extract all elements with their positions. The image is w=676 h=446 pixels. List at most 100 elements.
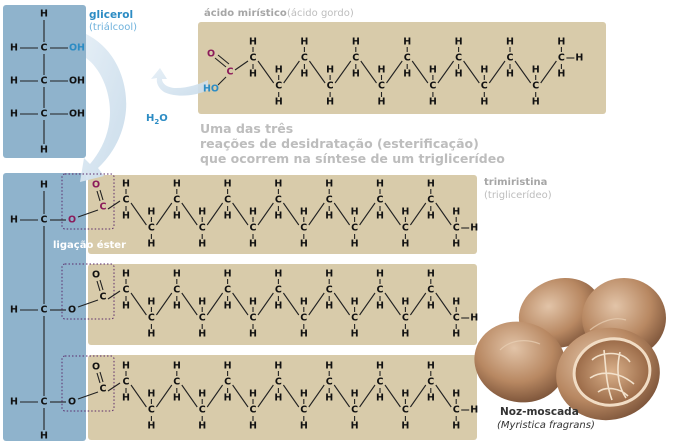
bond-cc (333, 292, 351, 316)
chain-carbon: C (300, 405, 307, 416)
nutmeg-title: Noz-moscada (500, 406, 579, 418)
chain-carbon: C (532, 81, 539, 92)
chain-hydrogen: H (173, 301, 181, 312)
chain-carbon: C (402, 313, 409, 324)
glycerol-hydrogen: H (40, 9, 48, 20)
bond-cc (283, 60, 300, 84)
bond-cc (308, 202, 325, 226)
reaction-line-2: reações de desidratação (esterificação) (200, 136, 479, 151)
bond-cc (308, 384, 325, 408)
chain-hydrogen: H (224, 211, 232, 222)
acid-subtitle: (ácido gordo) (287, 8, 354, 19)
chain-hydrogen: H (275, 97, 283, 108)
chain-carbon: C (275, 195, 282, 206)
chain-carbon: C (199, 313, 206, 324)
bond-double (96, 372, 101, 384)
chain-hydrogen: H (198, 239, 206, 250)
chain-carbon: C (327, 81, 334, 92)
chain-hydrogen: H (351, 389, 359, 400)
chain-hydrogen: H (249, 207, 257, 218)
bond-cc (257, 384, 274, 408)
chain-carbon: C (378, 81, 385, 92)
glycerol-hydroxyl: OH (69, 76, 85, 87)
chain-hydrogen: H (452, 297, 460, 308)
chain-hydrogen: H (470, 405, 478, 416)
chain-carbon: C (481, 81, 488, 92)
bond-cc (411, 60, 429, 84)
chain-hydrogen: H (427, 361, 435, 372)
chain-hydrogen: H (300, 421, 308, 432)
chain-hydrogen: H (122, 179, 130, 190)
chain-carbon: C (173, 285, 180, 296)
trimyristin-subtitle: (triglicerídeo) (484, 190, 552, 201)
chain-hydrogen: H (198, 297, 206, 308)
bond-cc (282, 384, 300, 408)
chain-hydrogen: H (249, 69, 257, 80)
bond-cc (386, 60, 403, 84)
chain-hydrogen: H (378, 65, 386, 76)
chain-hydrogen: H (122, 301, 130, 312)
chain-hydrogen: H (427, 211, 435, 222)
chain-hydrogen: H (224, 179, 232, 190)
chain-hydrogen: H (122, 269, 130, 280)
carbonyl-oxygen: O (92, 180, 100, 191)
bond-cc (232, 384, 249, 408)
chain-hydrogen: H (147, 207, 155, 218)
chain-carbon: C (377, 377, 384, 388)
bond-co (77, 299, 99, 308)
chain-hydrogen: H (427, 269, 435, 280)
chain-hydrogen: H (275, 65, 283, 76)
bond-cc (282, 202, 300, 226)
bond-double (99, 189, 104, 201)
bond-cc (257, 60, 275, 84)
bond-cc (384, 384, 401, 408)
chain-hydrogen: H (249, 297, 257, 308)
bond-cc (181, 292, 198, 316)
chain-hydrogen: H (122, 361, 130, 372)
bond-cc (282, 292, 300, 316)
chain-hydrogen: H (300, 207, 308, 218)
glycerol-hydrogen: H (10, 109, 18, 120)
bond-cc (540, 60, 557, 84)
bond-cc (463, 60, 480, 84)
chain-carbon: C (224, 377, 231, 388)
water-arrow (151, 68, 208, 96)
chain-carbon: C (351, 223, 358, 234)
chain-carbon: C (404, 53, 411, 64)
chain-carbon: C (558, 53, 565, 64)
chain-hydrogen: H (575, 53, 583, 64)
glycerol-hydrogen: H (40, 145, 48, 156)
bond-cc (435, 292, 452, 316)
ester-carbon: C (100, 384, 107, 395)
chain-hydrogen: H (224, 393, 232, 404)
chain-hydrogen: H (249, 37, 257, 48)
acid-carbonyl-oxygen: O (207, 49, 215, 60)
bond-cc (435, 384, 452, 408)
chain-hydrogen: H (351, 297, 359, 308)
bond-cc (155, 292, 173, 316)
chain-hydrogen: H (300, 239, 308, 250)
bond-cc (232, 292, 249, 316)
chain-hydrogen: H (401, 389, 409, 400)
chain-carbon: C (199, 405, 206, 416)
reaction-arrow (80, 34, 127, 182)
chain-hydrogen: H (452, 207, 460, 218)
acid-carboxyl-carbon: C (227, 67, 234, 78)
chain-hydrogen: H (506, 37, 514, 48)
chain-hydrogen: H (249, 239, 257, 250)
chain-hydrogen: H (557, 37, 565, 48)
chain-hydrogen: H (352, 69, 360, 80)
chain-hydrogen: H (401, 421, 409, 432)
ester-carbon: C (100, 292, 107, 303)
chain-hydrogen: H (147, 421, 155, 432)
bond-cc (333, 202, 351, 226)
chain-hydrogen: H (452, 239, 460, 250)
chain-hydrogen: H (401, 297, 409, 308)
bond-co (77, 391, 99, 400)
chain-hydrogen: H (557, 69, 565, 80)
bond-cc (206, 384, 224, 408)
glycerol-subtitle: (triálcool) (89, 22, 138, 33)
chain-hydrogen: H (173, 211, 181, 222)
chain-hydrogen: H (376, 393, 384, 404)
bond-cc (107, 200, 121, 210)
